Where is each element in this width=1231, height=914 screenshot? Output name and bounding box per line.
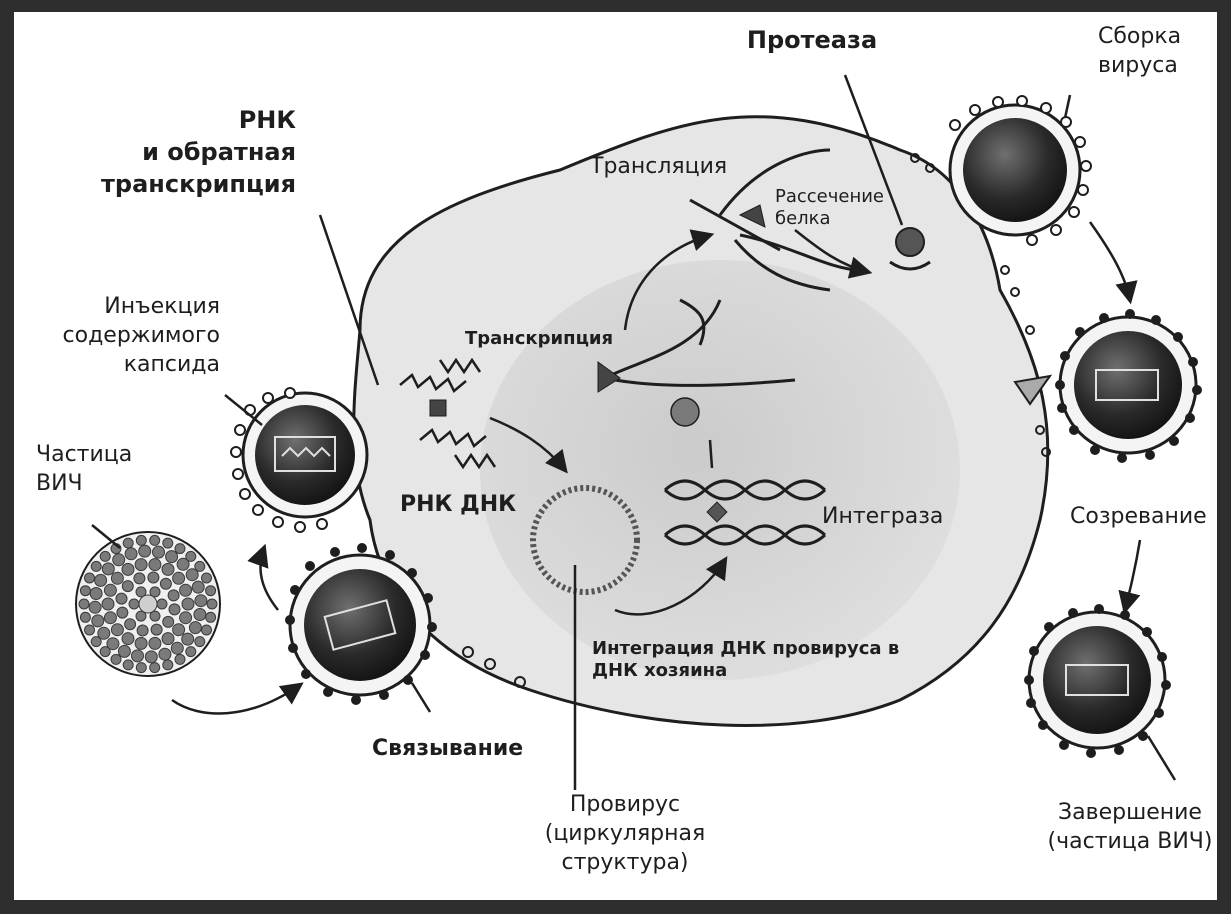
label-maturation: Созревание: [1070, 502, 1220, 531]
label-protein-cleavage: Рассечение белка: [775, 186, 895, 230]
label-integration: Интеграция ДНК провируса в ДНК хозяина: [592, 638, 932, 682]
label-transcription: Транскрипция: [465, 328, 635, 350]
label-binding: Связывание: [372, 734, 532, 763]
label-capsid-injection: Инъекция содержимого капсида: [30, 292, 220, 379]
label-completion: Завершение (частица ВИЧ): [1040, 798, 1220, 856]
label-rna-dna: РНК ДНК: [400, 490, 530, 519]
label-integrase: Интеграза: [822, 502, 962, 531]
label-translation: Трансляция: [590, 152, 750, 181]
label-rna-reverse-transcription: РНК и обратная транскрипция: [60, 104, 296, 200]
label-hiv-particle: Частица ВИЧ: [36, 440, 146, 498]
label-protease: Протеаза: [732, 24, 892, 56]
label-virus-assembly: Сборка вируса: [1098, 22, 1208, 80]
label-provirus: Провирус (циркулярная структура): [525, 790, 725, 877]
